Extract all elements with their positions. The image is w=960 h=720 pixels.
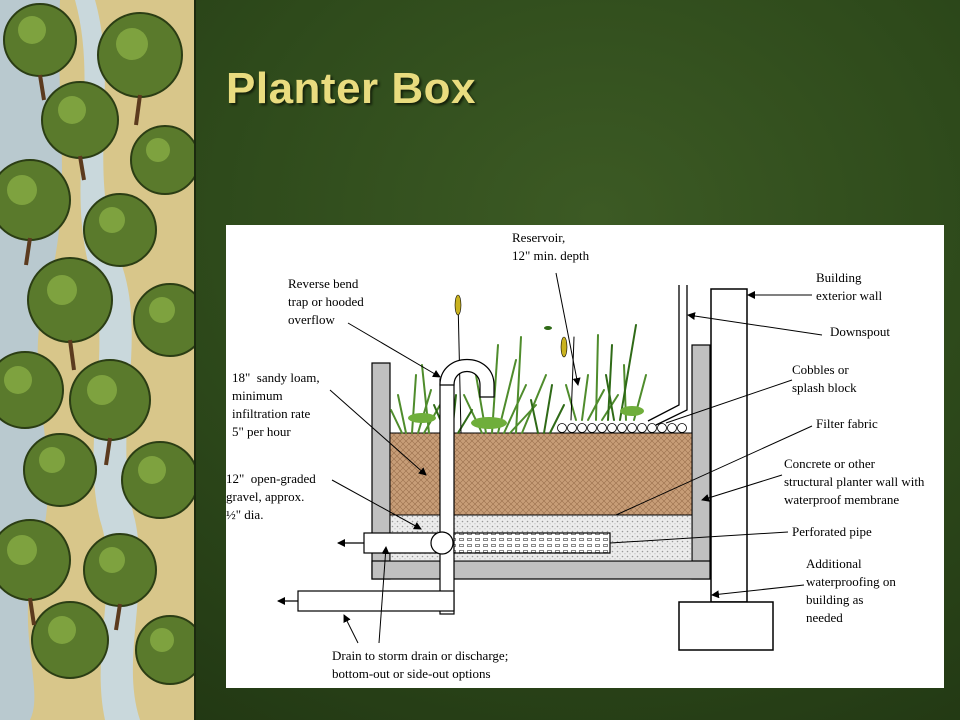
- label-overflow: Reverse bend trap or hooded overflow: [288, 276, 364, 327]
- label-building-wall: Building exterior wall: [816, 270, 883, 303]
- overflow-reverse-bend: [439, 358, 495, 398]
- cobbles: [557, 423, 687, 433]
- label-filter-fabric: Filter fabric: [816, 416, 878, 431]
- label-gravel: 12" open-graded gravel, approx. ½" dia.: [226, 471, 316, 522]
- label-reservoir: Reservoir, 12" min. depth: [512, 230, 590, 263]
- leader-lines: [329, 272, 823, 644]
- slide-title: Planter Box: [226, 64, 477, 113]
- soil-layer: [389, 432, 693, 516]
- bottom-drain-pipe: [297, 590, 455, 612]
- planter-base: [371, 560, 711, 580]
- planter-box-diagram: Reservoir, 12" min. depth Reverse bend t…: [226, 225, 944, 688]
- planter-wall-right: [691, 344, 711, 580]
- label-cobbles: Cobbles or splash block: [792, 362, 857, 395]
- label-perforated-pipe: Perforated pipe: [792, 524, 872, 539]
- building-wall: [710, 288, 748, 603]
- label-sandy-loam: 18" sandy loam, minimum infiltration rat…: [232, 370, 320, 439]
- label-downspout: Downspout: [830, 324, 890, 339]
- building-footing: [678, 601, 774, 651]
- pipe-elbow: [430, 531, 454, 555]
- label-planter-wall: Concrete or other structural planter wal…: [784, 456, 925, 507]
- planter-box-drawing: [277, 272, 823, 651]
- plants: [390, 294, 647, 434]
- downspout: [647, 285, 688, 426]
- overflow-riser-left: [439, 378, 455, 615]
- label-waterproofing: Additional waterproofing on building as …: [806, 556, 896, 625]
- forest-river-illustration-icon: [0, 0, 196, 720]
- label-drain: Drain to storm drain or discharge; botto…: [332, 648, 509, 681]
- perforated-pipe: [453, 532, 611, 554]
